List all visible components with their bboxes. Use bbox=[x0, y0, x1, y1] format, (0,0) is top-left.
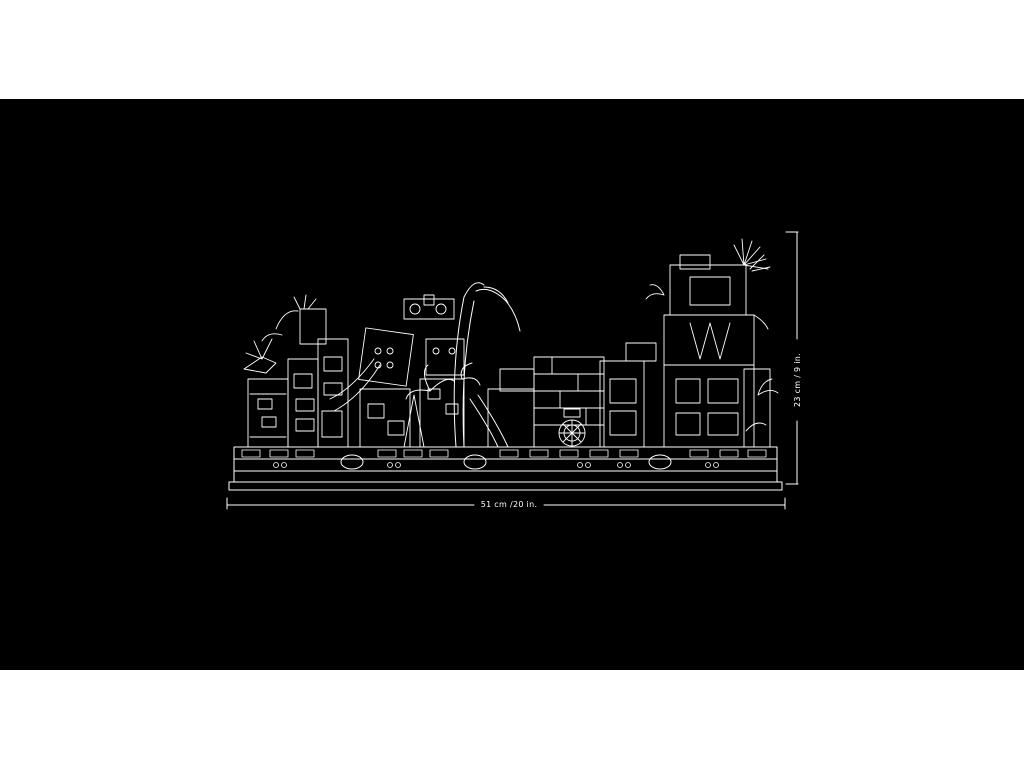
left-ruin bbox=[243, 294, 381, 448]
black-panel: 51 cm /20 in. 23 cm / 9 in. bbox=[0, 99, 1024, 670]
center-block bbox=[487, 342, 657, 448]
height-dimension-line bbox=[785, 231, 799, 485]
width-dimension-label: 51 cm /20 in. bbox=[480, 500, 538, 509]
lego-temple-line-drawing-icon bbox=[226, 231, 799, 510]
center-arch bbox=[405, 282, 521, 448]
width-dimension-line bbox=[226, 497, 786, 510]
right-temple bbox=[645, 238, 779, 448]
height-dimension-label: 23 cm / 9 in. bbox=[793, 352, 802, 408]
model-base bbox=[228, 446, 783, 491]
center-left-tower bbox=[358, 294, 465, 448]
